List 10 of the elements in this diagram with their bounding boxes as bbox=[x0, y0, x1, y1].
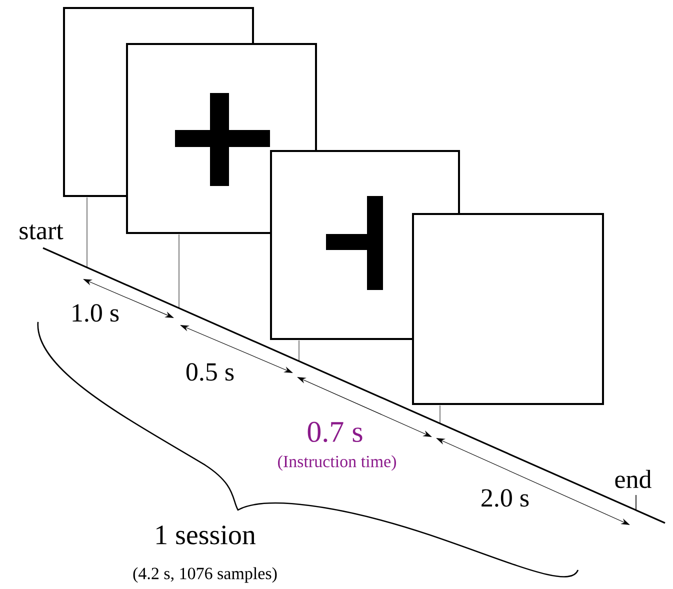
time-label: start bbox=[20, 224, 64, 240]
screen-box bbox=[412, 213, 604, 405]
time-label: (4.2 s, 1076 samples) bbox=[133, 567, 277, 583]
time-label: (Instruction time) bbox=[278, 455, 396, 471]
time-label: 0.7 s bbox=[308, 422, 362, 442]
time-label: end bbox=[615, 470, 652, 488]
time-label: 1.0 s bbox=[72, 304, 119, 322]
time-label: 2.0 s bbox=[482, 489, 529, 507]
time-label: 1 session bbox=[156, 526, 256, 544]
time-label: 0.5 s bbox=[186, 363, 234, 381]
